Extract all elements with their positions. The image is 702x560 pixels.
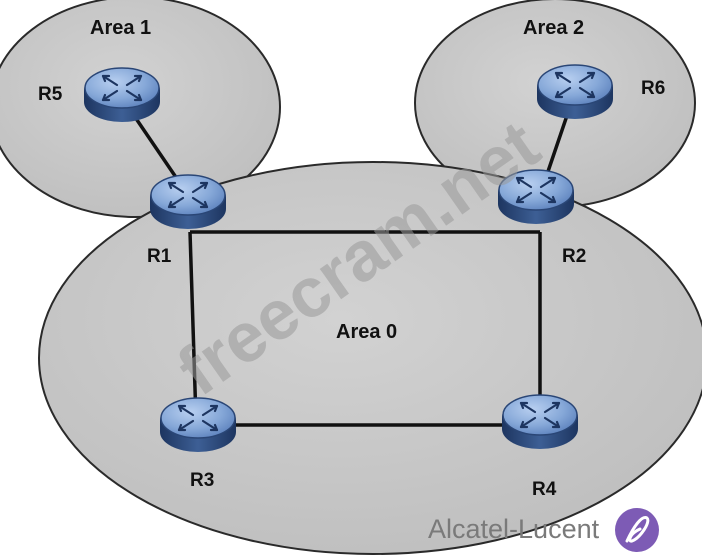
area-2-label: Area 2 [523,17,584,39]
router-r4-label: R4 [532,479,557,500]
router-r2-label: R2 [562,246,586,267]
link-r1-r3 [188,231,198,421]
router-r5-icon [82,66,162,124]
router-r3-icon [158,396,238,454]
alcatel-lucent-logo-icon [615,508,659,552]
router-r1-label: R1 [147,246,172,267]
area-0-label: Area 0 [336,321,397,343]
area-1-label: Area 1 [90,17,151,39]
router-r6-icon [535,63,615,121]
router-r6-label: R6 [641,78,665,99]
router-r4-icon [500,393,580,451]
router-r3-label: R3 [190,470,214,491]
area-0-region [38,161,702,555]
router-r1-icon [148,173,228,231]
alcatel-lucent-logo-text: Alcatel-Lucent [428,514,600,544]
router-r5-label: R5 [38,84,63,105]
